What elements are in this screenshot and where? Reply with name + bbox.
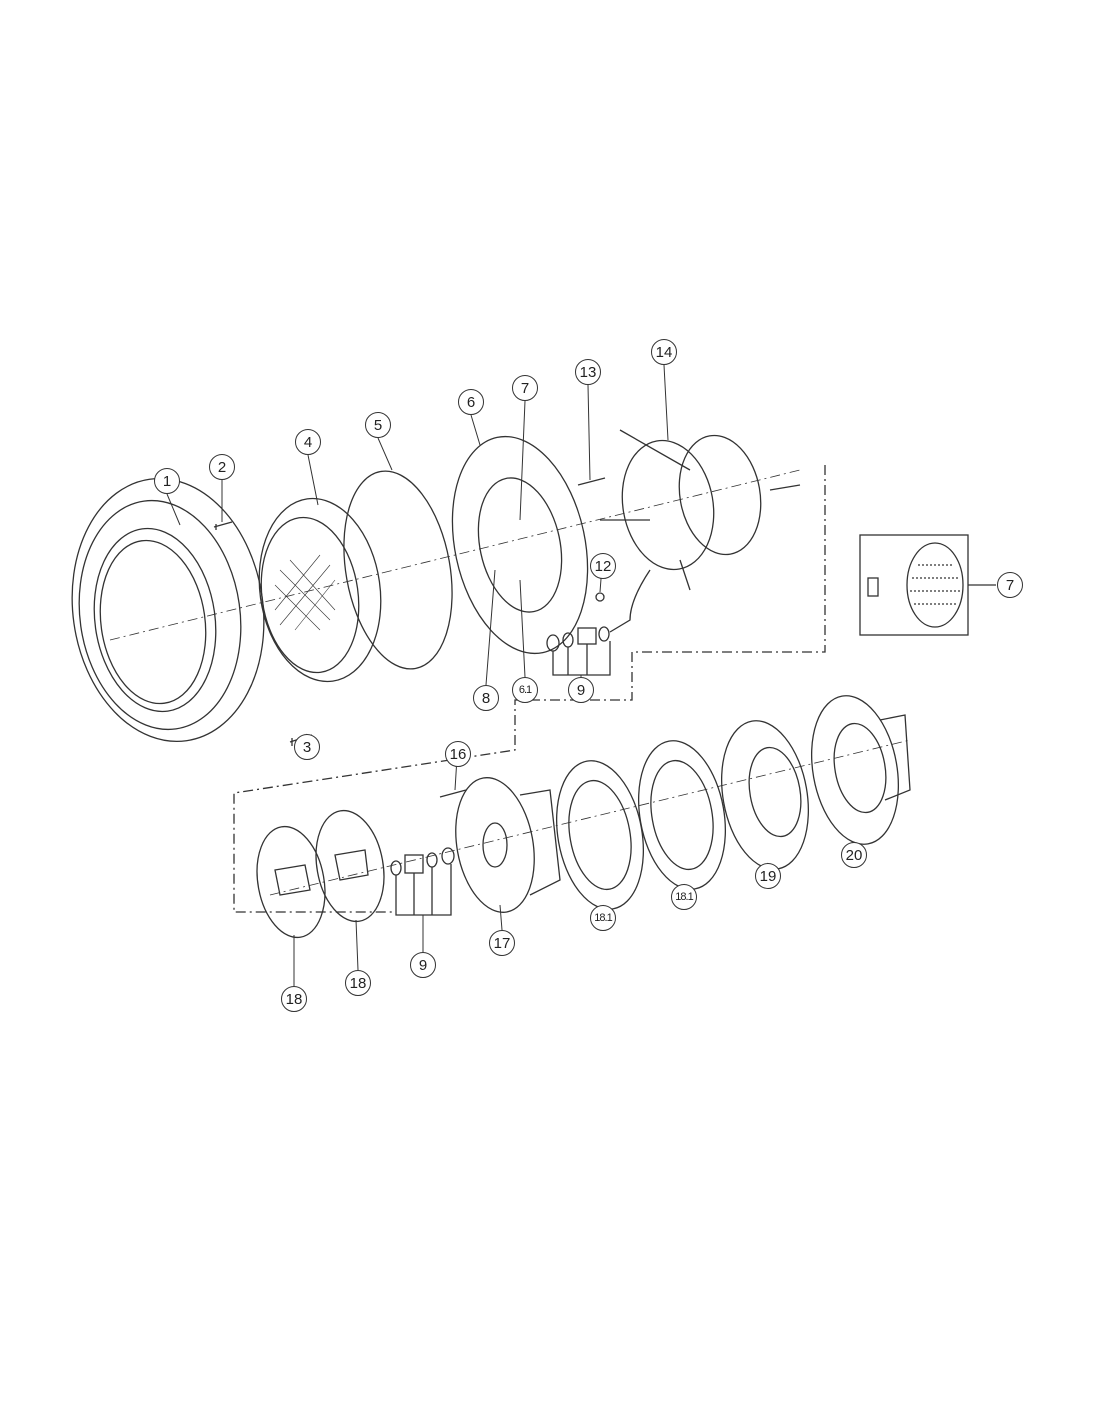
axis-line-upper <box>109 469 801 641</box>
part-20-housing <box>810 695 911 845</box>
assembly-boundary <box>233 465 826 913</box>
callout-6-1: 6.1 <box>512 677 538 703</box>
part-9-gland-upper <box>546 626 611 676</box>
callout-5: 5 <box>365 412 391 438</box>
part-6-plate <box>451 435 589 655</box>
part-18-1-gasket-b <box>637 740 727 890</box>
callout-18-a: 18 <box>281 986 307 1012</box>
part-17-flange <box>455 777 561 913</box>
part-18-gasket-a <box>256 825 326 939</box>
callout-12: 12 <box>590 553 616 579</box>
part-9-gland-lower <box>390 847 455 916</box>
callout-4: 4 <box>295 429 321 455</box>
leader-lines <box>166 364 856 986</box>
part-1-front-ring <box>71 477 265 743</box>
callout-8: 8 <box>473 685 499 711</box>
part-12-nut <box>595 592 605 602</box>
part-7-detail-box <box>859 534 969 636</box>
part-18-gasket-b <box>315 809 385 923</box>
callout-7-detail: 7 <box>997 572 1023 598</box>
callout-18-1-b: 18.1 <box>671 884 697 910</box>
callout-17: 17 <box>489 930 515 956</box>
part-7-grille <box>867 542 964 628</box>
part-14-bracket <box>600 429 801 633</box>
callout-18-b: 18 <box>345 970 371 996</box>
callout-13: 13 <box>575 359 601 385</box>
callout-16: 16 <box>445 741 471 767</box>
part-5-o-ring <box>343 470 453 670</box>
callout-20: 20 <box>841 842 867 868</box>
part-13-screw <box>577 477 606 486</box>
callout-9-lower: 9 <box>410 952 436 978</box>
part-2-screw <box>213 521 233 530</box>
axis-line-lower <box>269 739 911 896</box>
part-19-ring <box>720 720 810 870</box>
callout-7: 7 <box>512 375 538 401</box>
callout-3: 3 <box>294 734 320 760</box>
callout-2: 2 <box>209 454 235 480</box>
callout-1: 1 <box>154 468 180 494</box>
callout-9-upper: 9 <box>568 677 594 703</box>
callout-6: 6 <box>458 389 484 415</box>
part-18-1-gasket-a <box>555 760 645 910</box>
callout-18-1-a: 18.1 <box>590 905 616 931</box>
part-16-screw <box>439 789 467 798</box>
part-4-lamp <box>258 497 382 683</box>
callout-14: 14 <box>651 339 677 365</box>
callout-19: 19 <box>755 863 781 889</box>
